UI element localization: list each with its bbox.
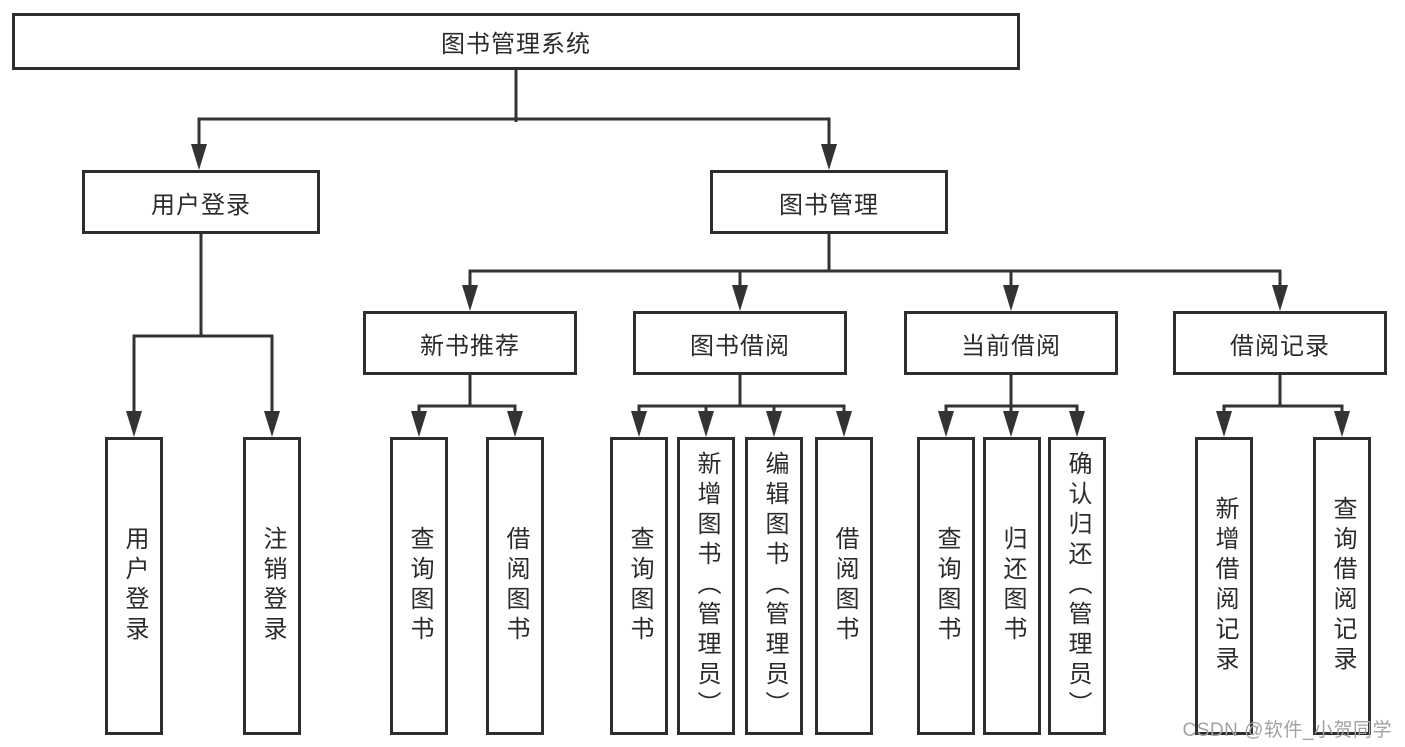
node-borrow-records: 借阅记录 [1173,311,1387,375]
node-user-login: 用户登录 [82,170,320,234]
node-label: 查询图书 [406,526,433,646]
leaf-query-books-current: 查询图书 [917,437,975,735]
leaf-query-books-borrow: 查询图书 [610,437,668,735]
node-current-borrow: 当前借阅 [904,311,1118,375]
node-label: 注销登录 [259,526,286,646]
node-label: 查询图书 [626,526,653,646]
node-label: 查询图书 [933,526,960,646]
leaf-add-borrow-record: 新增借阅记录 [1195,437,1253,735]
node-label: 借阅图书 [502,526,529,646]
node-label: 新增借阅记录 [1211,496,1238,676]
leaf-add-book-admin: 新增图书（管理员） [677,437,735,735]
node-label: 用户登录 [121,526,148,646]
node-label: 确认归还（管理员） [1064,451,1091,721]
node-label: 查询借阅记录 [1329,496,1356,676]
leaf-borrow-books-2: 借阅图书 [815,437,873,735]
node-label: 借阅图书 [831,526,858,646]
leaf-return-book: 归还图书 [983,437,1041,735]
node-book-borrow: 图书借阅 [633,311,847,375]
node-book-management: 图书管理 [710,170,948,234]
leaf-query-borrow-record: 查询借阅记录 [1313,437,1371,735]
arrowheads [126,144,1350,437]
leaf-edit-book-admin: 编辑图书（管理员） [745,437,803,735]
node-label: 编辑图书（管理员） [761,451,788,721]
leaf-query-books-recommend: 查询图书 [390,437,448,735]
leaf-logout: 注销登录 [243,437,301,735]
node-label: 归还图书 [999,526,1026,646]
leaf-borrow-books-recommend: 借阅图书 [486,437,544,735]
leaf-user-login: 用户登录 [105,437,163,735]
node-library-system: 图书管理系统 [12,13,1020,70]
leaf-confirm-return-admin: 确认归还（管理员） [1048,437,1106,735]
csdn-watermark: CSDN @软件_小贺同学 [1182,720,1392,741]
node-new-book-recommend: 新书推荐 [363,311,577,375]
node-label: 新增图书（管理员） [693,451,720,721]
